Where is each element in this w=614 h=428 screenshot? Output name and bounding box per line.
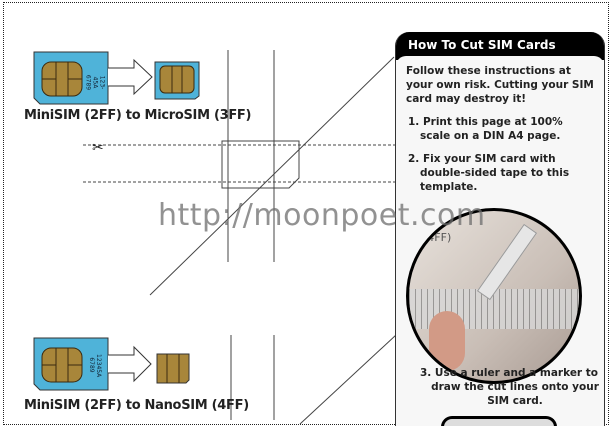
section-label-microsim: MiniSIM (2FF) to MicroSIM (3FF) bbox=[24, 108, 252, 123]
step-1: 1. Print this page at 100% scale on a DI… bbox=[408, 116, 563, 142]
watermark: http://moonpoet.com bbox=[158, 198, 486, 233]
arrow-icon bbox=[108, 58, 153, 96]
sim-card-text-2: 12345A 6789 bbox=[88, 354, 102, 378]
sim-card-text-1: 123-45A 6789 bbox=[84, 74, 106, 91]
instructions-panel: How To Cut SIM Cards Follow these instru… bbox=[395, 32, 605, 426]
photo-label: (4FF) bbox=[423, 231, 452, 244]
minisim-card-icon bbox=[33, 51, 109, 105]
microsim-card-icon bbox=[154, 61, 200, 100]
panel-title: How To Cut SIM Cards bbox=[396, 32, 604, 60]
step-3: 3. Use a ruler and a marker to draw the … bbox=[419, 367, 599, 407]
intro-text: Follow these instructions at your own ri… bbox=[406, 65, 594, 105]
thumb-image bbox=[429, 311, 465, 371]
minisim-card-icon-2 bbox=[33, 337, 109, 391]
instruction-photo-2 bbox=[441, 416, 557, 426]
step-2: 2. Fix your SIM card with double-sided t… bbox=[408, 153, 570, 193]
instruction-photo: (4FF) bbox=[406, 208, 582, 384]
arrow-icon-2 bbox=[108, 345, 152, 383]
section-label-nanosim: MiniSIM (2FF) to NanoSIM (4FF) bbox=[24, 398, 249, 413]
page-border bbox=[3, 2, 609, 425]
nanosim-card-icon bbox=[156, 353, 190, 384]
scissors-icon: ✂ bbox=[92, 140, 104, 156]
